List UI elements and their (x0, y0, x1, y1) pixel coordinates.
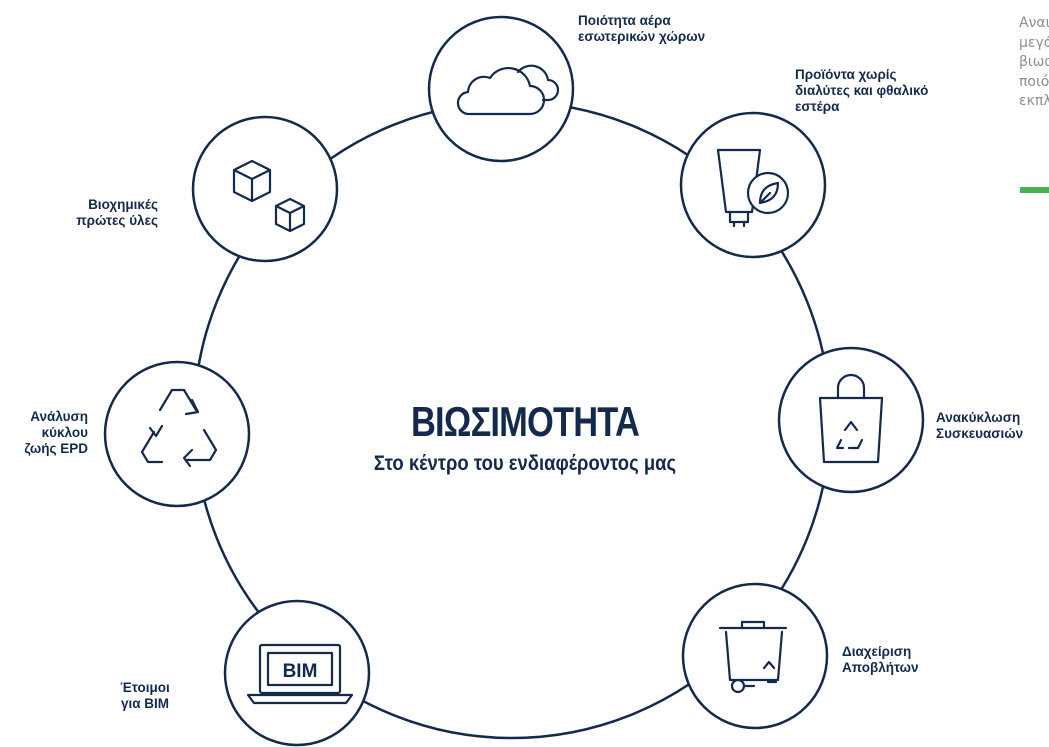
diagram-subtitle: Στο κέντρο του ενδιαφέροντος μας (373, 452, 677, 475)
recycle-icon (140, 388, 218, 468)
label-bim: Έτοιμοι για BIM (120, 680, 170, 711)
laptop-bim-icon (246, 643, 354, 705)
accent-bar (1020, 187, 1049, 193)
label-air-quality: Ποιότητα αέρα εσωτερικών χώρων (578, 13, 706, 44)
node-bio (191, 115, 339, 263)
recycle-bag-icon (818, 373, 884, 464)
waste-bin-icon (718, 620, 788, 694)
node-air-quality (427, 15, 575, 163)
node-epd (103, 360, 251, 508)
label-epd: Ανάλυση κύκλου ζωής EPD (24, 409, 88, 456)
node-waste (681, 582, 829, 730)
diagram-title: ΒΙΩΣΙΜΟΤΗΤΑ (410, 398, 640, 445)
label-packaging: Ανακύκλωση Συσκευασιών (936, 410, 1024, 441)
label-products: Προϊόντα χωρίς διαλύτες και φθαλικό εστέ… (795, 67, 929, 114)
bim-icon-text: BIM (283, 661, 318, 682)
node-products (679, 111, 827, 259)
cubes-icon (232, 159, 306, 233)
node-packaging (777, 346, 925, 494)
label-waste: Διαχείριση Αποβλήτων (842, 644, 919, 675)
label-bio: Βιοχημικές πρώτες ύλες (76, 197, 158, 228)
cloud-icon (456, 64, 560, 116)
side-text-fragment: Αναι μεγά βιωσ ποιό εκπλ (1019, 15, 1049, 109)
tube-leaf-icon (716, 148, 790, 228)
node-bim: BIM (223, 599, 371, 747)
